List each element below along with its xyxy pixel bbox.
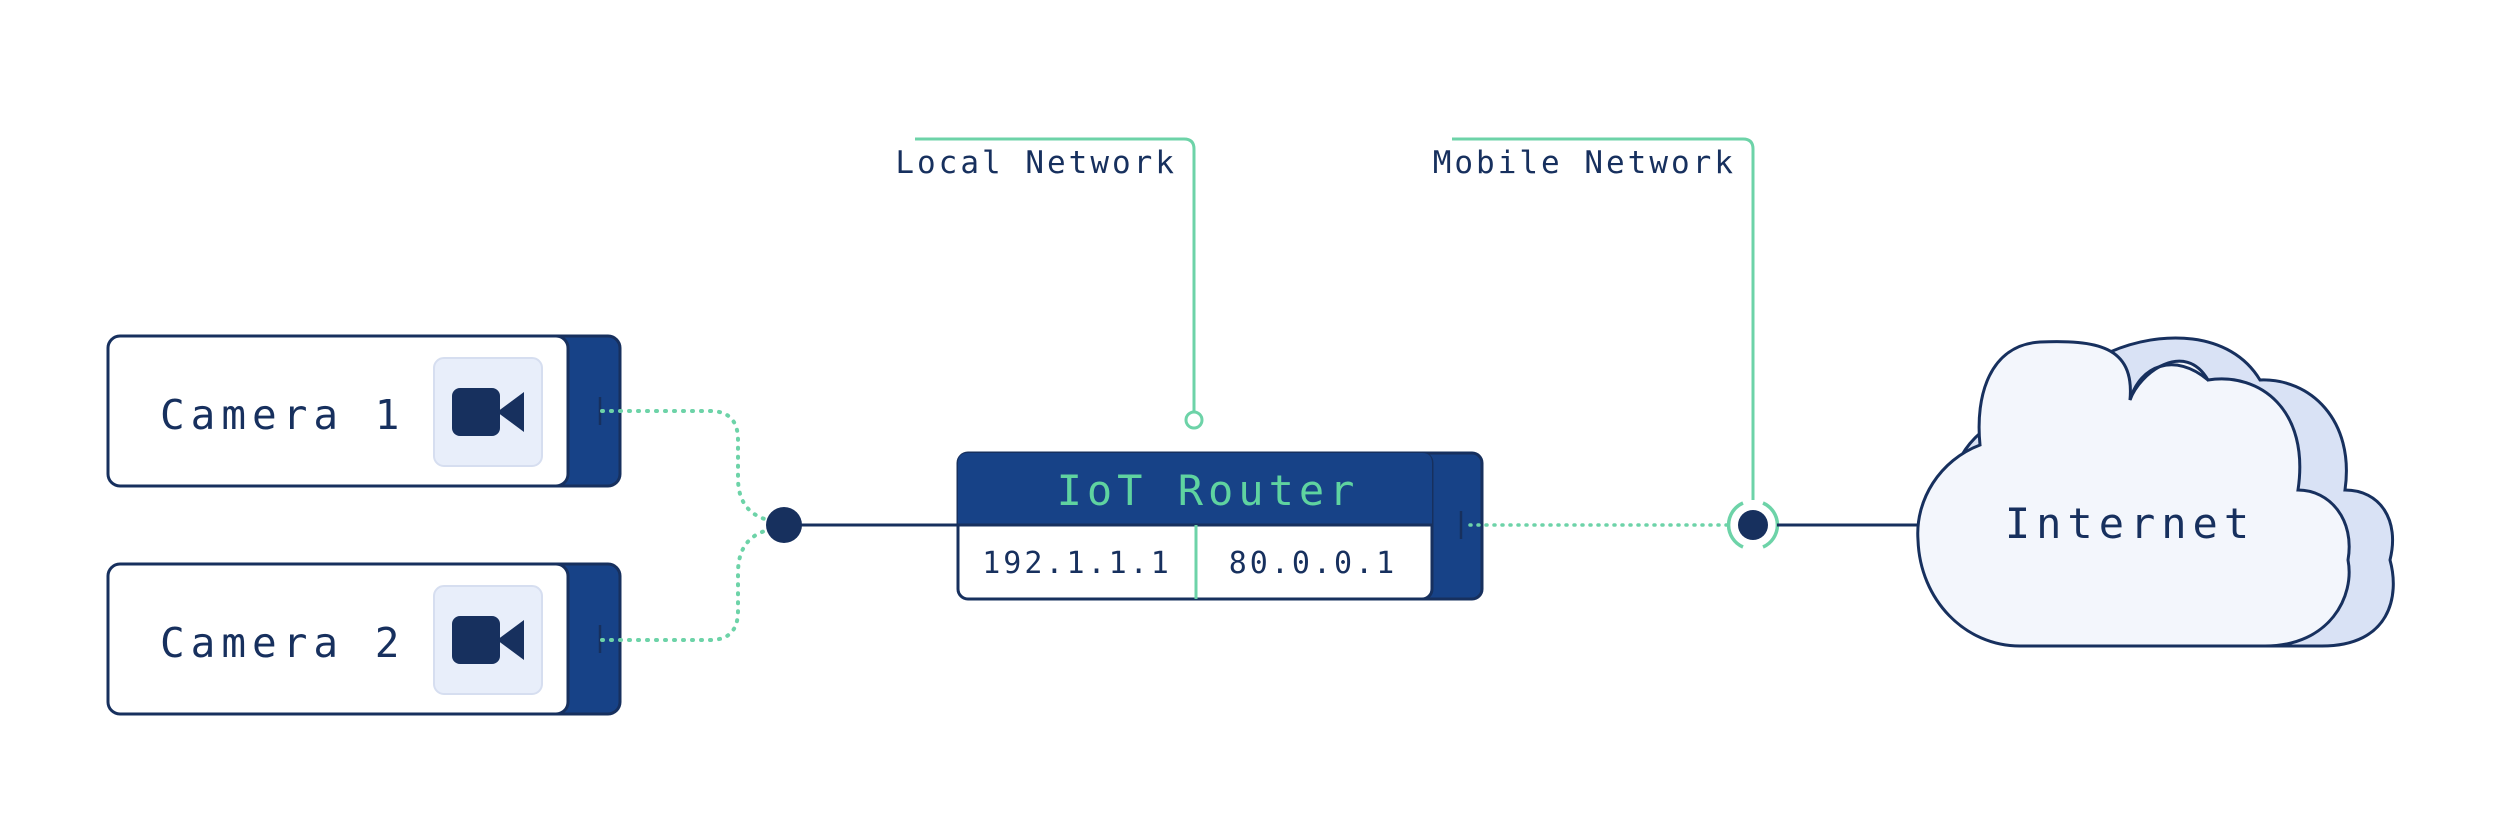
camera-2-dotted-link: [600, 528, 770, 642]
router-header: [958, 453, 1432, 525]
camera-1-device[interactable]: Camera 1: [106, 334, 622, 488]
video-camera-icon: [452, 616, 524, 664]
video-camera-icon: [452, 388, 524, 436]
mobile-network-label: Mobile Network: [1433, 145, 1736, 181]
internet-label: Internet: [2005, 499, 2255, 548]
hub-node: [766, 507, 802, 543]
camera-2-label: Camera 2: [160, 619, 405, 667]
local-network-callout-endpoint: [1184, 410, 1204, 430]
mobile-node-left-arc: [1726, 501, 1744, 549]
local-network-callout-line: [915, 137, 1196, 412]
camera-1-label: Camera 1: [160, 391, 405, 439]
mobile-network-node: [1726, 501, 1780, 549]
internet-cloud[interactable]: Internet: [1916, 336, 2395, 648]
mobile-network-callout-line: [1452, 137, 1755, 500]
camera-1-dotted-link: [600, 409, 770, 522]
camera-2-device[interactable]: Camera 2: [106, 562, 622, 716]
iot-router[interactable]: IoT Router 192.1.1.1 80.0.0.1: [956, 451, 1484, 601]
router-ip-local: 192.1.1.1: [982, 546, 1172, 581]
cloud-inner-curve: [2128, 363, 2209, 401]
local-network-label: Local Network: [895, 145, 1177, 181]
router-title: IoT Router: [1057, 466, 1360, 515]
router-ip-public: 80.0.0.1: [1229, 546, 1398, 581]
